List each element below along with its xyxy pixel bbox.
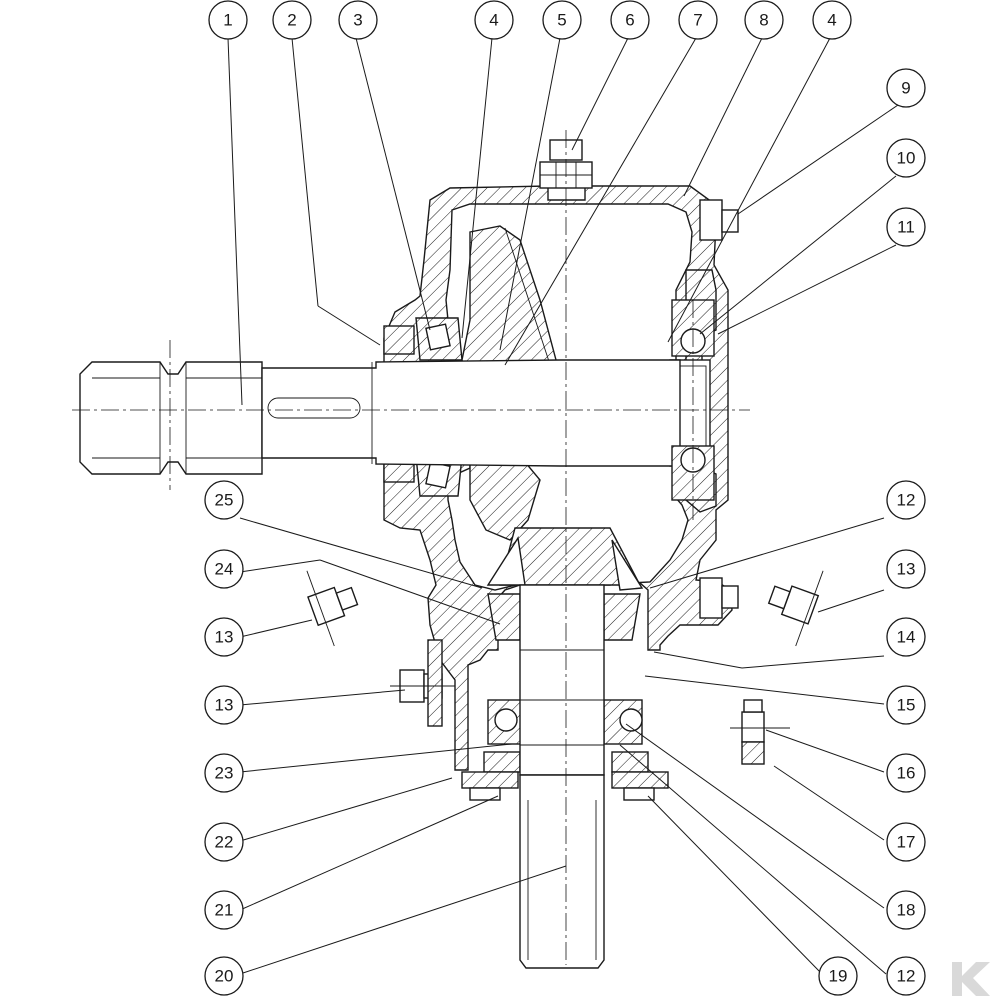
callout-1: 1 bbox=[208, 0, 248, 40]
callout-21-label: 21 bbox=[215, 901, 234, 920]
callout-4a-label: 4 bbox=[489, 11, 498, 30]
callout-13c: 13 bbox=[204, 685, 244, 725]
leader-lines bbox=[227, 37, 899, 975]
callout-4a: 4 bbox=[474, 0, 514, 40]
detail-bolt-right-upper bbox=[767, 570, 824, 647]
callout-20-label: 20 bbox=[215, 967, 234, 986]
callout-24: 24 bbox=[204, 549, 244, 589]
callout-6-label: 6 bbox=[625, 11, 634, 30]
callout-4b: 4 bbox=[812, 0, 852, 40]
callout-6: 6 bbox=[610, 0, 650, 40]
center-lines bbox=[72, 130, 750, 965]
callout-18: 18 bbox=[886, 890, 926, 930]
callout-18-label: 18 bbox=[897, 901, 916, 920]
callout-5-label: 5 bbox=[557, 11, 566, 30]
detail-bolt-right-lower bbox=[730, 699, 790, 765]
callout-4b-label: 4 bbox=[827, 11, 836, 30]
callout-12a-label: 12 bbox=[897, 491, 916, 510]
callout-25-label: 25 bbox=[215, 491, 234, 510]
callout-9: 9 bbox=[886, 68, 926, 108]
callout-10: 10 bbox=[886, 138, 926, 178]
cover-bolt-top bbox=[699, 199, 739, 241]
output-shaft bbox=[519, 584, 605, 969]
callout-3-label: 3 bbox=[353, 11, 362, 30]
callout-15: 15 bbox=[886, 685, 926, 725]
callout-16-label: 16 bbox=[897, 764, 916, 783]
callout-7: 7 bbox=[678, 0, 718, 40]
callouts: 1 2 3 4 5 6 7 8 4 9 10 11 25 12 24 13 13… bbox=[204, 0, 926, 996]
callout-23: 23 bbox=[204, 753, 244, 793]
callout-7-label: 7 bbox=[693, 11, 702, 30]
callout-20: 20 bbox=[204, 956, 244, 996]
callout-11-label: 11 bbox=[897, 218, 915, 237]
callout-23-label: 23 bbox=[215, 764, 234, 783]
callout-5: 5 bbox=[542, 0, 582, 40]
bottom-cover bbox=[461, 771, 669, 801]
k-logo-icon bbox=[952, 962, 990, 996]
callout-22-label: 22 bbox=[215, 833, 234, 852]
detail-bolt-left-upper bbox=[306, 570, 359, 647]
callout-14-label: 14 bbox=[897, 628, 916, 647]
callout-22: 22 bbox=[204, 822, 244, 862]
callout-14: 14 bbox=[886, 617, 926, 657]
callout-13c-label: 13 bbox=[215, 696, 234, 715]
callout-8-label: 8 bbox=[759, 11, 768, 30]
callout-12a: 12 bbox=[886, 480, 926, 520]
callout-2: 2 bbox=[272, 0, 312, 40]
callout-12b-label: 12 bbox=[897, 967, 916, 986]
lower-ball-bearing bbox=[487, 699, 643, 745]
callout-10-label: 10 bbox=[897, 149, 916, 168]
callout-13b-label: 13 bbox=[215, 628, 234, 647]
callout-17-label: 17 bbox=[897, 833, 916, 852]
callout-8: 8 bbox=[744, 0, 784, 40]
callout-19-label: 19 bbox=[829, 967, 848, 986]
callout-1-label: 1 bbox=[223, 11, 232, 30]
callout-25: 25 bbox=[204, 480, 244, 520]
callout-11: 11 bbox=[886, 207, 926, 247]
callout-3: 3 bbox=[338, 0, 378, 40]
callout-17: 17 bbox=[886, 822, 926, 862]
callout-13b: 13 bbox=[204, 617, 244, 657]
callout-15-label: 15 bbox=[897, 696, 916, 715]
cover-bolt-bottom bbox=[699, 577, 739, 619]
detail-bolt-left-lower bbox=[390, 639, 455, 727]
callout-16: 16 bbox=[886, 753, 926, 793]
callout-19: 19 bbox=[818, 956, 858, 996]
callout-21: 21 bbox=[204, 890, 244, 930]
input-shaft bbox=[79, 359, 681, 475]
callout-12b: 12 bbox=[886, 956, 926, 996]
callout-13a: 13 bbox=[886, 549, 926, 589]
callout-13a-label: 13 bbox=[897, 560, 916, 579]
callout-2-label: 2 bbox=[287, 11, 296, 30]
callout-9-label: 9 bbox=[901, 79, 910, 98]
callout-24-label: 24 bbox=[215, 560, 234, 579]
output-bevel-pinion bbox=[486, 527, 644, 591]
